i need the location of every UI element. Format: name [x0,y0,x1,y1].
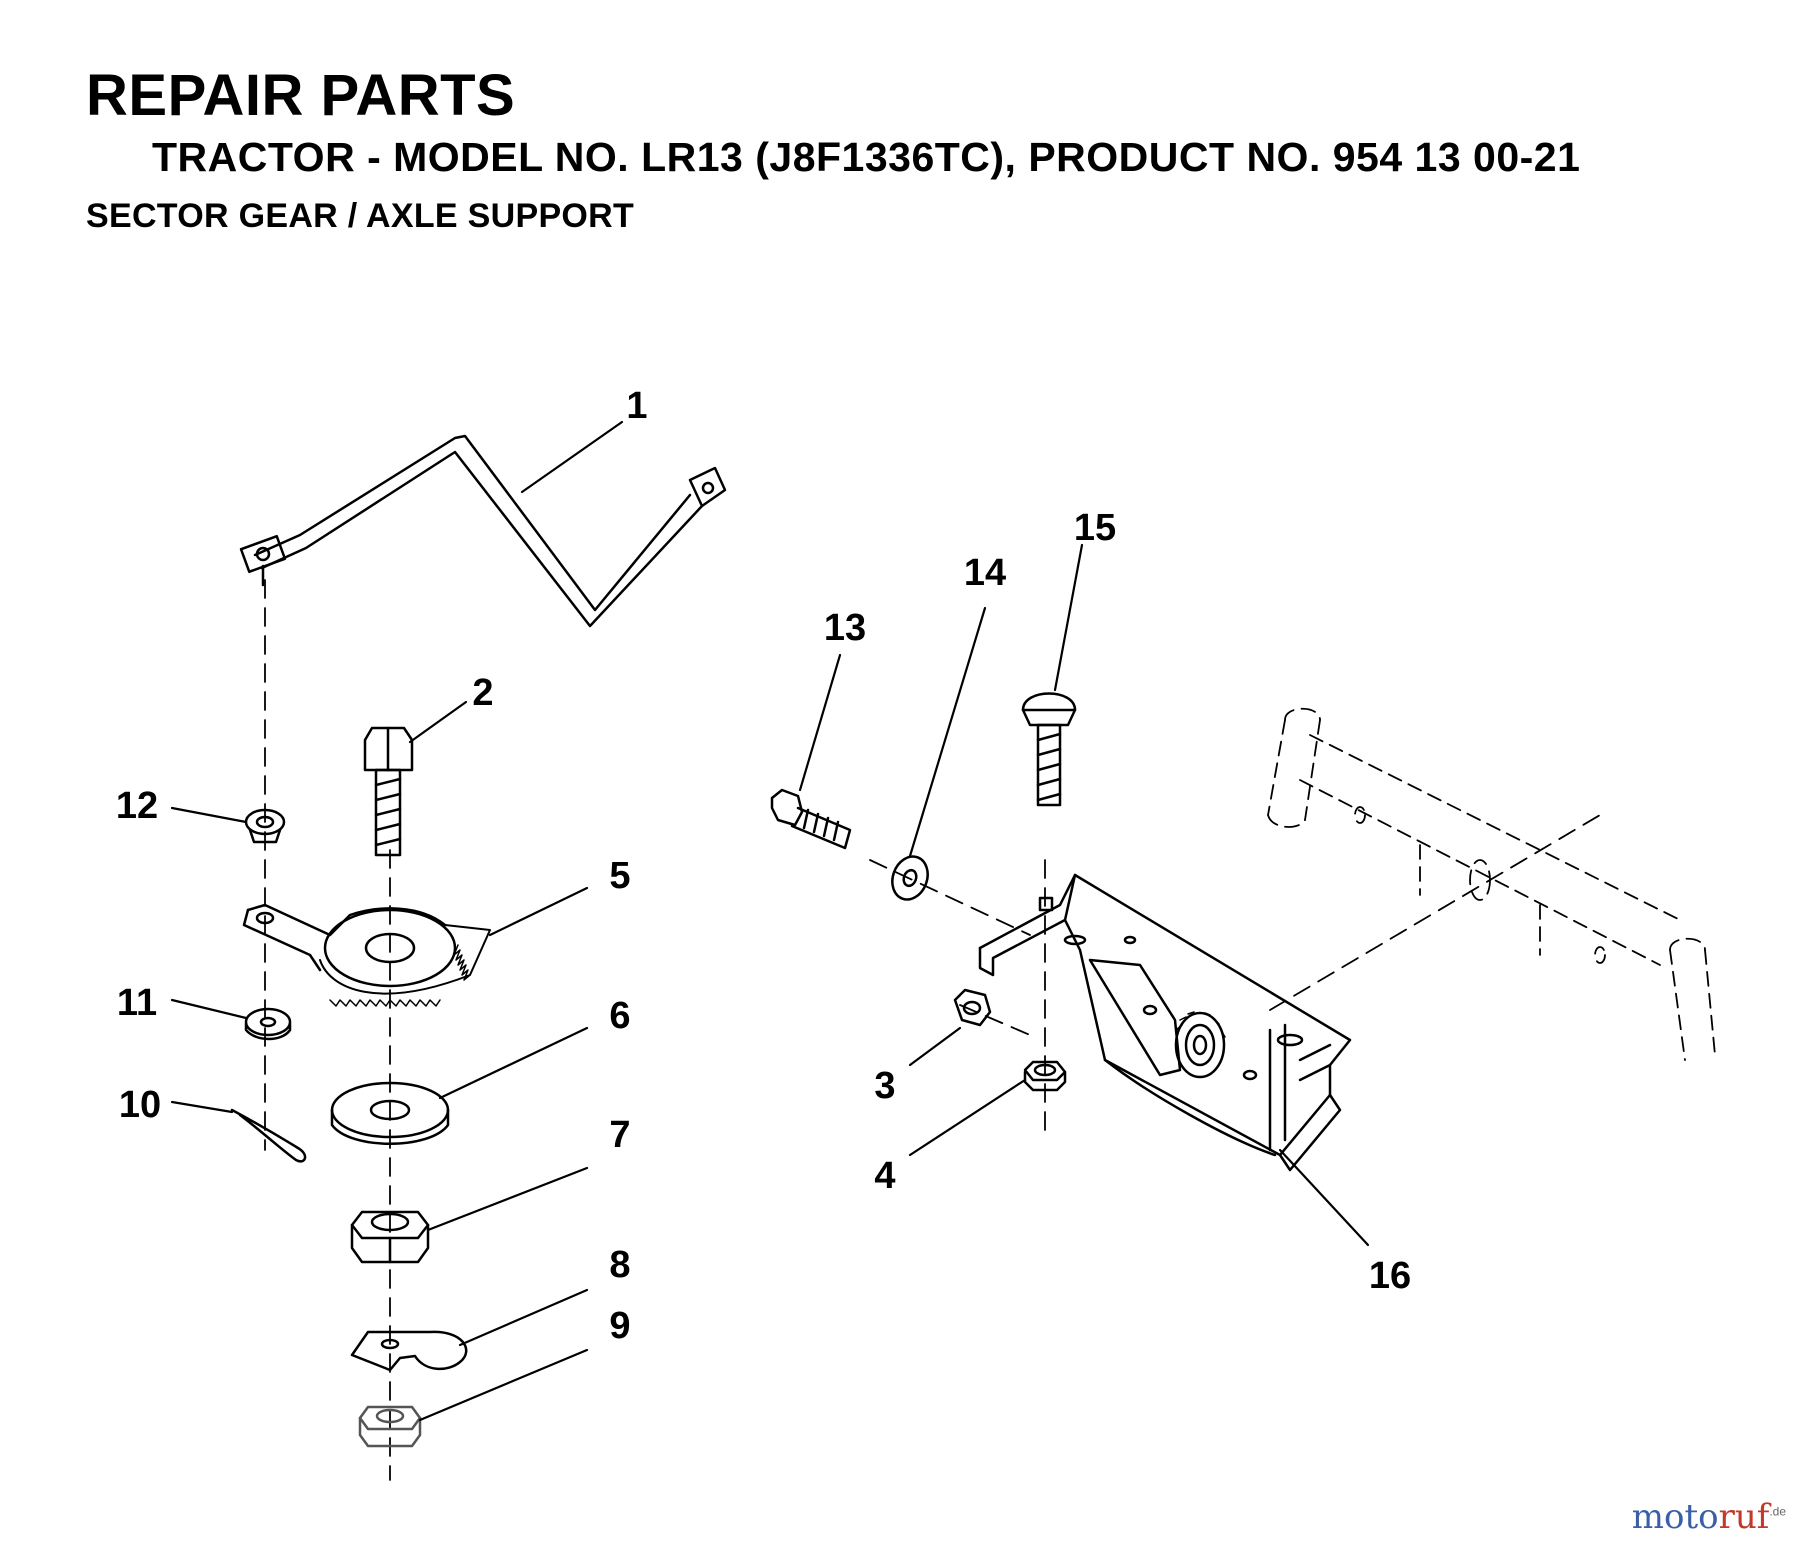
callout-11: 11 [117,982,157,1024]
callout-16: 16 [1369,1255,1411,1297]
leader-lines [170,420,1370,1422]
part-13-bolt [770,788,852,850]
part-11-washer [244,1007,292,1041]
watermark-part-2: ruf [1718,1497,1770,1537]
callout-12: 12 [116,785,158,827]
part-1-drag-link [239,434,727,628]
watermark-suffix: .de [1769,1504,1786,1519]
part-16-axle-support [978,873,1352,1172]
assembly-axes [264,579,1601,1481]
part-5-sector-gear [242,903,491,1007]
part-7-hex-nut [350,1210,430,1264]
callout-7: 7 [609,1114,630,1156]
part-3-nut [953,988,992,1027]
model-subtitle: TRACTOR - MODEL NO. LR13 (J8F1336TC), PR… [152,134,1581,180]
section-title: SECTOR GEAR / AXLE SUPPORT [86,197,635,235]
callout-labels: 1 2 12 5 11 6 10 7 8 9 13 14 15 3 4 16 [116,385,1411,1347]
callout-3: 3 [874,1065,895,1107]
callout-6: 6 [609,995,630,1037]
part-15-carriage-bolt [1021,692,1077,807]
callout-10: 10 [119,1084,161,1126]
part-9-lock-nut [358,1405,422,1448]
callout-4: 4 [874,1155,895,1197]
callout-13: 13 [824,607,866,649]
watermark-logo: motoruf.de [1632,1497,1786,1537]
callout-5: 5 [609,855,630,897]
callout-15: 15 [1074,507,1116,549]
callout-14: 14 [964,552,1006,594]
callout-9: 9 [609,1305,630,1347]
callout-1: 1 [626,385,647,427]
part-10-cotter-pin [230,1108,307,1163]
part-14-washer [891,855,929,901]
front-axle-phantom [1267,707,1716,1061]
page-title: REPAIR PARTS [86,63,516,128]
part-2-bolt [363,726,414,857]
callout-8: 8 [609,1244,630,1286]
part-6-washer [330,1081,450,1145]
part-8-clip [350,1330,468,1372]
watermark-part-1: moto [1631,1497,1719,1537]
callout-2: 2 [472,672,493,714]
